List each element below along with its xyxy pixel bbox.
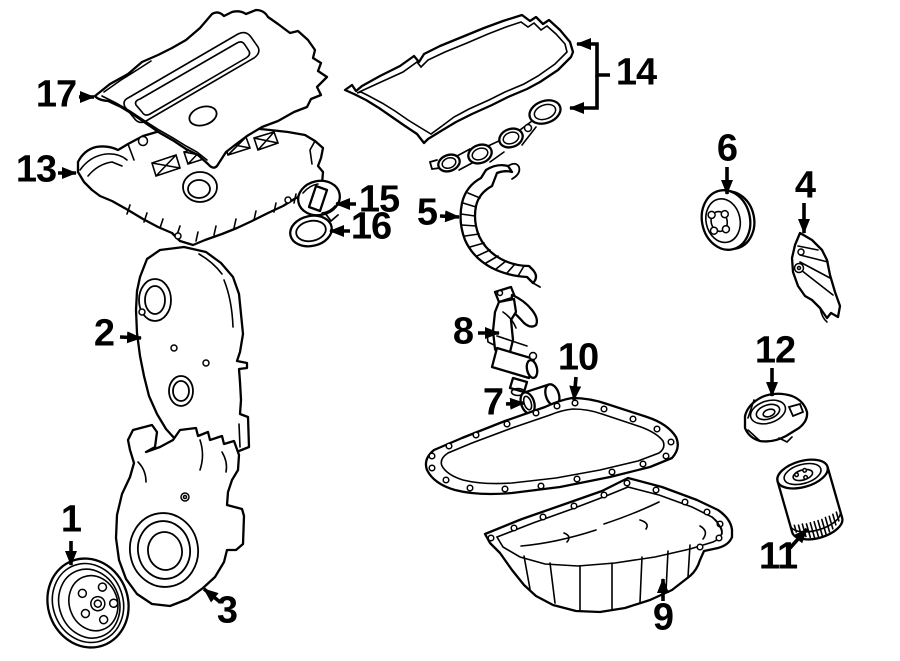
callout-label-oil-pan-gasket: 10 — [557, 336, 599, 379]
callout-label-side-bracket: 4 — [794, 164, 816, 207]
callout-label-oil-filler-cap: 15 — [358, 178, 400, 221]
callout-arrow-5 — [439, 210, 460, 223]
part-8-oil-pump-drawing — [486, 285, 539, 397]
callout-arrow-14 — [576, 38, 610, 77]
callout-arrow-2 — [119, 331, 142, 344]
part-15-oil-filler-cap-drawing — [297, 179, 341, 223]
callout-label-oil-pan: 9 — [652, 596, 674, 639]
callout-label-upper-timing-cover: 2 — [93, 312, 115, 355]
callout-label-oil-filler-cap-seal: 16 — [350, 205, 392, 248]
callout-arrow-11 — [788, 527, 809, 550]
callout-label-valve-cover: 13 — [15, 148, 57, 191]
part-14-spark-plug-gasket-drawing — [428, 99, 562, 173]
callout-label-lower-timing-cover: 3 — [216, 589, 238, 632]
callout-arrow-10 — [569, 376, 582, 401]
part-13-valve-cover-drawing — [76, 124, 325, 247]
part-6-camshaft-pulley-drawing — [700, 189, 756, 251]
part-4-side-bracket-drawing — [790, 231, 842, 323]
part-11-oil-filter-drawing — [776, 458, 844, 541]
part-9-oil-pan-drawing — [483, 476, 734, 614]
part-16-cap-seal-drawing — [289, 214, 333, 248]
callout-label-oil-pump: 8 — [452, 310, 474, 353]
part-14-valve-cover-gasket-drawing — [343, 13, 575, 145]
callout-arrows-layer — [58, 38, 810, 604]
part-17-engine-cover-drawing — [93, 8, 329, 169]
callout-arrow-7 — [505, 397, 525, 410]
part-3-lower-timing-cover-drawing — [114, 423, 246, 608]
part-5-timing-belt-drawing — [459, 162, 541, 288]
callout-label-camshaft-pulley: 6 — [716, 127, 738, 170]
callout-label-crankshaft-pulley: 1 — [60, 498, 82, 541]
callout-arrow-3 — [202, 587, 222, 604]
part-10-oil-pan-gasket-drawing — [424, 396, 679, 496]
callout-label-oil-pump-sleeve: 7 — [482, 381, 504, 424]
callout-label-timing-belt: 5 — [416, 191, 438, 234]
callout-label-oil-filter-housing-cap: 12 — [754, 329, 796, 372]
callout-label-engine-cover: 17 — [35, 73, 77, 116]
callout-label-valve-cover-gasket-set: 14 — [615, 51, 657, 94]
part-1-crankshaft-pulley-drawing — [46, 557, 130, 649]
callout-label-oil-filter: 11 — [758, 535, 798, 578]
callout-arrow-14 — [569, 75, 599, 114]
part-2-upper-timing-cover-drawing — [134, 245, 251, 455]
part-12-filter-housing-cap-drawing — [743, 392, 809, 443]
